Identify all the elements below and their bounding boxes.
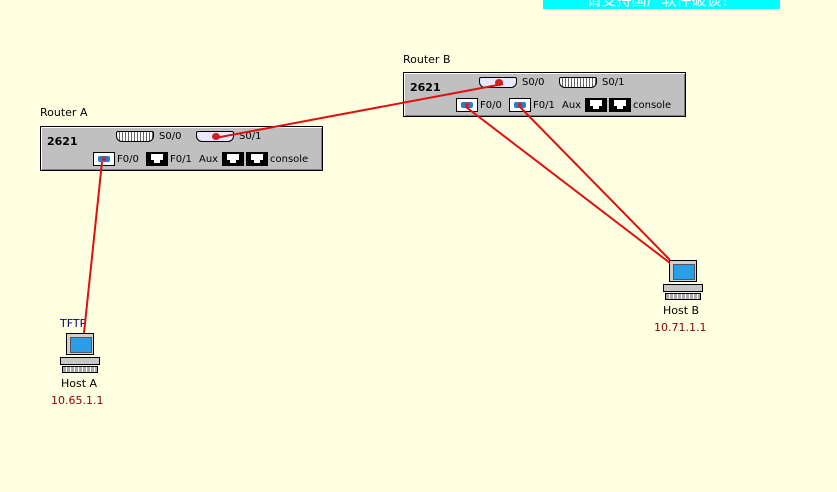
router-a-aux-label: Aux — [199, 154, 219, 165]
router-a-model: 2621 — [47, 135, 78, 148]
router-b-s01-label: S0/1 — [602, 77, 625, 88]
router-b-aux-label: Aux — [562, 100, 582, 111]
router-b-s00-label: S0/0 — [522, 77, 545, 88]
host-b-name: Host B — [663, 304, 700, 317]
router-b-f01-label: F0/1 — [533, 100, 555, 111]
router-a-aux-port-icon[interactable] — [222, 152, 244, 166]
router-b-console-label: console — [633, 100, 672, 111]
router-b-label[interactable]: Router B — [403, 53, 451, 66]
link-routerb-f01-hostb — [519, 106, 671, 261]
host-a-name: Host A — [61, 377, 98, 390]
link-routera-f00-hosta — [83, 161, 103, 334]
router-a-f01-label: F0/1 — [170, 154, 192, 165]
banner: 请支持国产软件破谈！ — [543, 0, 780, 9]
router-a-s01-label: S0/1 — [239, 131, 262, 142]
router-a-f01-port-icon[interactable] — [146, 152, 168, 166]
router-a-f00-port-icon[interactable] — [93, 152, 115, 166]
router-a-label[interactable]: Router A — [40, 106, 88, 119]
router-b-aux-port-icon[interactable] — [585, 98, 607, 112]
router-a-s01-port-icon[interactable] — [196, 131, 234, 142]
router-a-s00-port-icon[interactable] — [116, 131, 154, 142]
router-a-s00-label: S0/0 — [159, 131, 182, 142]
router-b-f00-port-icon[interactable] — [456, 98, 478, 112]
router-a-console-label: console — [270, 154, 309, 165]
router-b-s01-port-icon[interactable] — [559, 77, 597, 88]
router-b-model: 2621 — [410, 81, 441, 94]
router-b[interactable]: 2621 S0/0 S0/1 F0/0 F0/1 Aux console — [403, 72, 686, 117]
router-b-f01-port-icon[interactable] — [509, 98, 531, 112]
link-routerb-f00-hostb — [465, 106, 671, 264]
router-a[interactable]: 2621 S0/0 S0/1 F0/0 F0/1 Aux console — [40, 126, 323, 171]
router-a-console-port-icon[interactable] — [246, 152, 268, 166]
host-a-service-label: TFTP — [60, 317, 87, 330]
router-a-f00-label: F0/0 — [117, 154, 139, 165]
host-a-pc-icon[interactable] — [60, 333, 100, 375]
router-b-console-port-icon[interactable] — [609, 98, 631, 112]
router-b-f00-label: F0/0 — [480, 100, 502, 111]
router-b-s00-port-icon[interactable] — [479, 77, 517, 88]
host-b-pc-icon[interactable] — [663, 260, 703, 302]
host-a-ip: 10.65.1.1 — [51, 394, 104, 407]
host-b-ip: 10.71.1.1 — [654, 321, 707, 334]
